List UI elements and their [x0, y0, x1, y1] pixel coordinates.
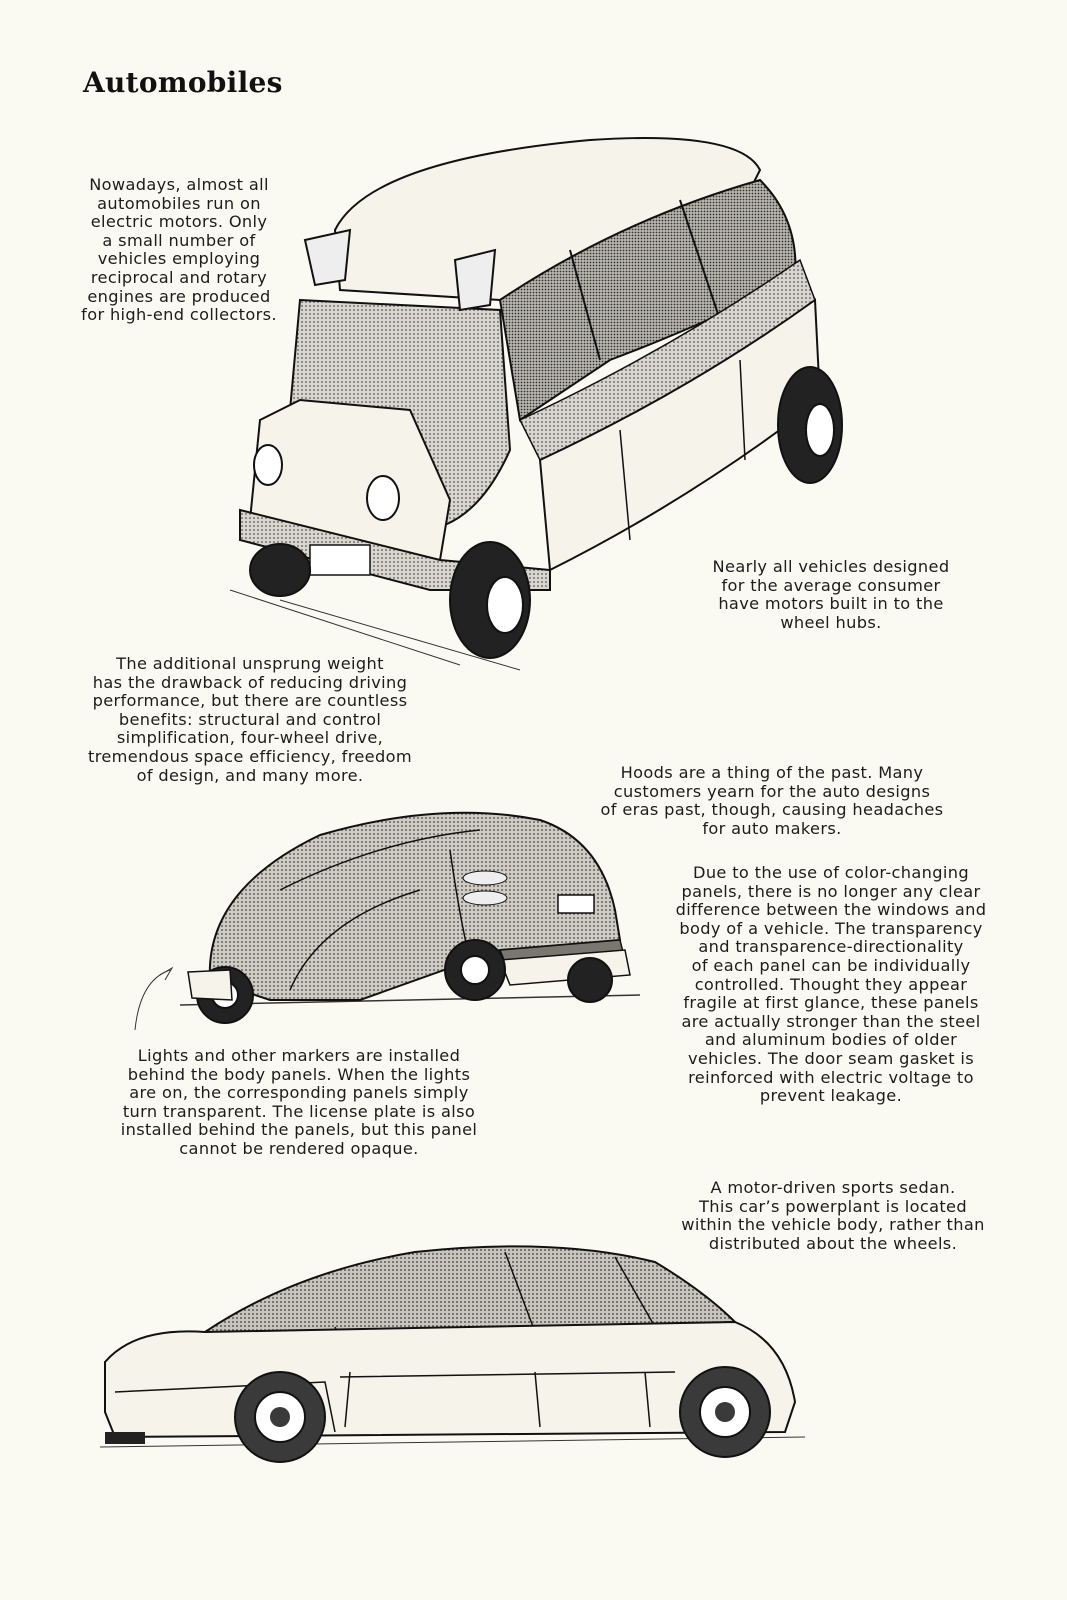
minivan-illustration — [229, 137, 843, 671]
rounded-car-illustration — [134, 811, 640, 1031]
caption-sports-sedan: A motor-driven sports sedan. This car’s … — [681, 1178, 985, 1253]
caption-lights: Lights and other markers are installed b… — [120, 1046, 478, 1158]
sports-sedan-illustration — [99, 1245, 806, 1463]
caption-hoods: Hoods are a thing of the past. Many cust… — [600, 763, 944, 838]
caption-color-panels: Due to the use of color-changing panels,… — [675, 863, 987, 1106]
page-title: Automobiles — [83, 66, 283, 99]
caption-electric-motors: Nowadays, almost all automobiles run on … — [81, 175, 277, 325]
caption-hub-motors: Nearly all vehicles designed for the ave… — [712, 557, 950, 632]
caption-unsprung-weight: The additional unsprung weight has the d… — [88, 654, 412, 785]
